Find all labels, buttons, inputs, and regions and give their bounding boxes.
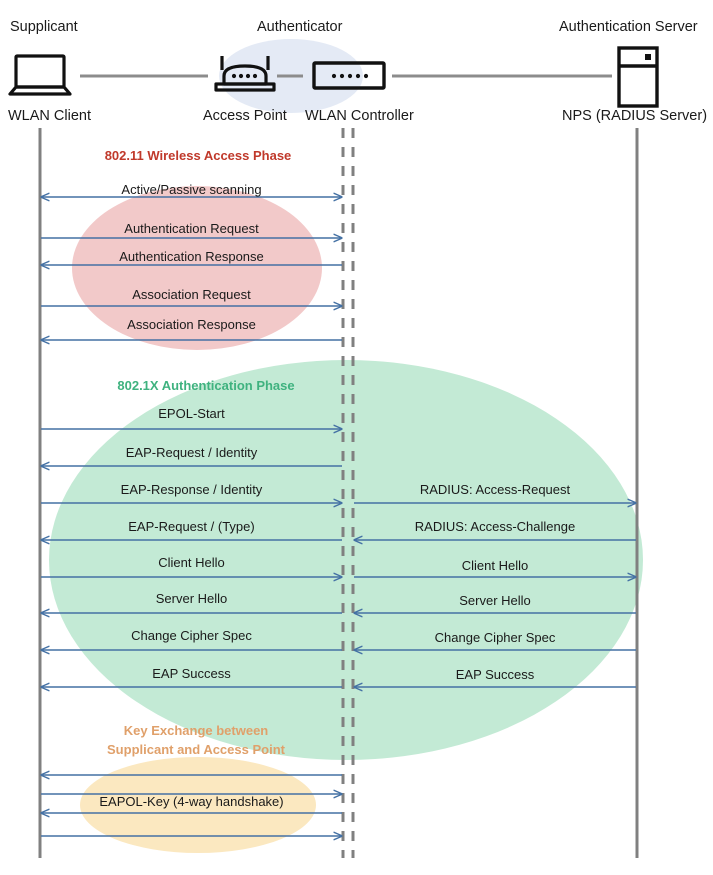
message-label-authentication-request: Authentication Request	[124, 221, 259, 236]
message-label-eap-request-type: EAP-Request / (Type)	[128, 519, 255, 534]
message-label-client-hello-left: Client Hello	[158, 555, 225, 570]
access-point-icon	[214, 56, 276, 92]
message-label-radius-access-request: RADIUS: Access-Request	[419, 482, 571, 497]
phase-title-key-exchange-line1: Key Exchange between	[123, 723, 269, 738]
message-label-eap-success-right: EAP Success	[455, 667, 535, 682]
message-label-association-response: Association Response	[127, 317, 256, 332]
phase-80211-ellipse	[72, 186, 322, 350]
message-label-epol-start: EPOL-Start	[158, 406, 225, 421]
message-label-change-cipher-spec-right: Change Cipher Spec	[434, 630, 556, 645]
message-label-client-hello-right: Client Hello	[461, 558, 529, 573]
actor-role-authenticator: Authenticator	[257, 19, 343, 35]
server-led	[645, 54, 651, 60]
message-label-association-request: Association Request	[132, 287, 251, 302]
message-label-active-passive-scanning: Active/Passive scanning	[121, 182, 262, 197]
message-label-server-hello-right: Server Hello	[459, 593, 531, 608]
actor-role-supplicant: Supplicant	[10, 19, 78, 35]
message-label-eap-success-left: EAP Success	[152, 666, 231, 681]
message-label-eap-request-identity: EAP-Request / Identity	[125, 445, 258, 460]
actor-name-wlan-client: WLAN Client	[8, 108, 91, 124]
message-label-radius-access-challenge: RADIUS: Access-Challenge	[414, 519, 576, 534]
access-point-leds	[231, 73, 258, 79]
message-label-eap-response-identity: EAP-Response / Identity	[120, 482, 263, 497]
server-icon	[617, 46, 659, 108]
message-label-eapol-key: EAPOL-Key (4-way handshake)	[99, 794, 284, 809]
wlan-controller-icon	[312, 61, 386, 90]
phase-title-key-exchange: Key Exchange between Supplicant and Acce…	[88, 722, 304, 760]
phase-title-wireless-access: 802.11 Wireless Access Phase	[104, 148, 292, 163]
laptop-icon	[8, 54, 72, 96]
phase-title-dot1x-auth: 802.1X Authentication Phase	[117, 378, 295, 393]
message-label-change-cipher-spec-left: Change Cipher Spec	[131, 628, 252, 643]
message-label-server-hello-left: Server Hello	[155, 591, 228, 606]
wlan-controller-leds	[331, 73, 369, 79]
phase-8021x-ellipse	[49, 360, 643, 760]
message-arrows-right	[354, 503, 636, 687]
phase-title-key-exchange-line2: Supplicant and Access Point	[107, 741, 285, 757]
message-arrows-left	[41, 197, 342, 836]
actor-name-nps-radius-server: NPS (RADIUS Server)	[562, 108, 708, 124]
actor-role-authentication-server: Authentication Server	[559, 19, 698, 35]
actor-name-wlan-controller: WLAN Controller	[305, 108, 414, 124]
actor-name-access-point: Access Point	[203, 108, 287, 124]
phase-keyex-ellipse	[80, 757, 316, 853]
message-label-authentication-response: Authentication Response	[119, 249, 264, 264]
